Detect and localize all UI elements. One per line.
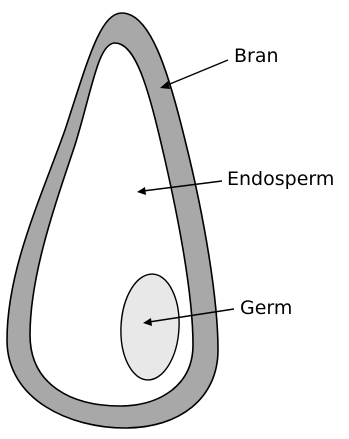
bran-pointer-line (165, 60, 228, 86)
germ-label: Germ (240, 297, 292, 319)
bran-label: Bran (234, 45, 279, 67)
endosperm-label: Endosperm (227, 168, 334, 190)
